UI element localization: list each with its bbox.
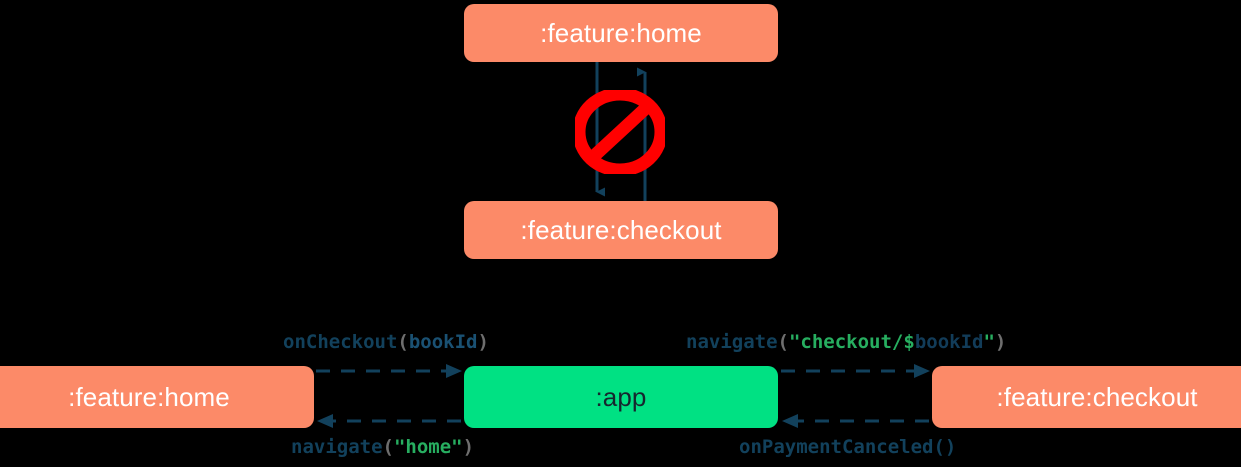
code-token: ) — [462, 436, 475, 458]
node-label: :feature:checkout — [996, 381, 1198, 412]
code-token: navigate — [686, 331, 778, 353]
node-feature-home-bottom[interactable]: :feature:home — [0, 366, 314, 428]
edge-label-onCheckout: onCheckout(bookId) — [283, 331, 489, 353]
code-token: ) — [994, 331, 1007, 353]
code-token: ( — [382, 436, 394, 458]
code-token: onPaymentCanceled — [739, 436, 934, 458]
node-feature-checkout-top[interactable]: :feature:checkout — [464, 201, 778, 259]
code-token: () — [933, 436, 957, 458]
code-token: "home" — [393, 436, 463, 458]
code-token: $ — [903, 331, 915, 353]
code-token: ( — [777, 331, 789, 353]
code-token: ( — [397, 331, 409, 353]
node-feature-checkout-bottom[interactable]: :feature:checkout — [932, 366, 1241, 428]
code-token: ) — [477, 331, 489, 353]
code-token: bookId — [408, 331, 478, 353]
forbidden-icon — [575, 90, 665, 174]
node-label: :feature:home — [68, 381, 230, 412]
node-label: :app — [595, 381, 647, 412]
node-feature-home-top[interactable]: :feature:home — [464, 4, 778, 62]
edge-label-navigate-checkout: navigate("checkout/$bookId") — [686, 331, 1006, 353]
edge-label-navigate-home: navigate("home") — [291, 436, 474, 458]
node-label: :feature:home — [540, 17, 702, 48]
code-token: navigate — [291, 436, 383, 458]
code-token: " — [983, 331, 995, 353]
code-token: bookId — [914, 331, 984, 353]
code-token: "checkout/ — [788, 331, 904, 353]
node-app[interactable]: :app — [464, 366, 778, 428]
node-label: :feature:checkout — [520, 214, 722, 245]
edge-label-onPaymentCanceled: onPaymentCanceled() — [739, 436, 956, 458]
code-token: onCheckout — [283, 331, 398, 353]
